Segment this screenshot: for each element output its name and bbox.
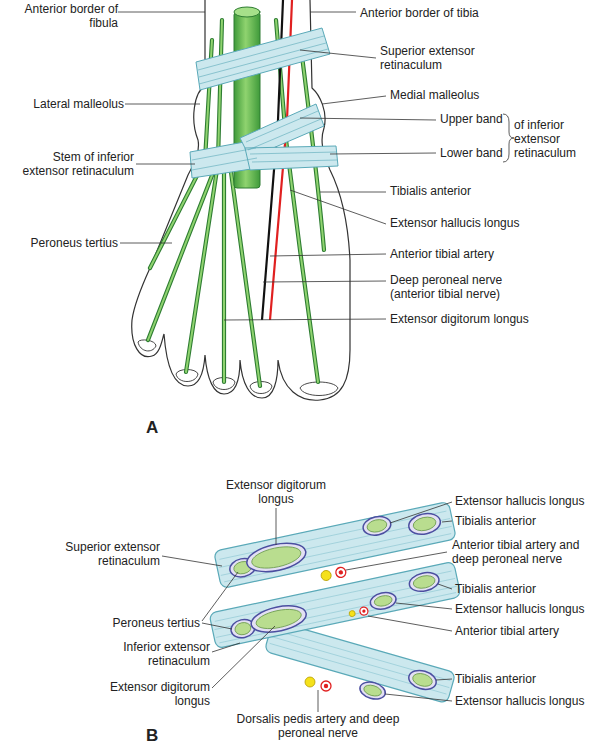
anatomy-label: Peroneus tertius (16, 236, 118, 250)
anatomy-label: Tibialis anterior (455, 514, 591, 528)
foot-outline (132, 0, 350, 400)
anatomy-label: Anterior border of fibula (8, 2, 118, 30)
inferior-retinaculum-lower-band (260, 620, 456, 719)
anatomy-label: Extensor hallucis longus (390, 216, 570, 230)
anatomy-label: Extensor digitorum longus (216, 478, 336, 506)
anatomy-label: Extensor digitorum longus (78, 680, 210, 708)
panel-letter: A (146, 418, 176, 437)
anatomy-label: Superior extensor retinaculum (40, 540, 160, 568)
retinacula (190, 28, 338, 178)
anatomy-label: Anterior border of tibia (360, 6, 560, 20)
anatomy-label: Stem of inferior extensor retinaculum (8, 150, 134, 178)
anatomy-label: Inferior extensor retinaculum (78, 640, 210, 668)
anatomy-label: Superior extensor retinaculum (380, 44, 510, 72)
anatomy-label: Tibialis anterior (455, 672, 591, 686)
anatomy-label: Medial malleolus (390, 88, 540, 102)
anatomy-label: Anterior tibial artery (390, 247, 570, 261)
anatomy-label: Deep peroneal nerve (anterior tibial ner… (390, 273, 540, 301)
anatomy-label: Upper band (440, 112, 506, 126)
anatomy-label: Lower band (440, 146, 506, 160)
anatomy-label: Lateral malleolus (22, 97, 124, 111)
anatomy-label: Peroneus tertius (60, 616, 200, 630)
anatomy-label: of inferior extensor retinaculum (514, 118, 591, 160)
anatomy-label: Extensor digitorum longus (390, 312, 580, 326)
panel-letter: B (146, 726, 176, 745)
anatomy-label: Anterior tibial artery (455, 624, 591, 638)
anatomy-label: Tibialis anterior (390, 184, 540, 198)
anatomy-label: Tibialis anterior (455, 582, 591, 596)
anatomy-label: Dorsalis pedis artery and deep peroneal … (233, 712, 403, 740)
dorsalis-pedis-bundle (305, 677, 331, 691)
anatomy-label: Extensor hallucis longus (455, 602, 591, 616)
inferior-retinaculum-upper-band (209, 561, 461, 648)
anatomy-label: Extensor hallucis longus (455, 694, 591, 708)
anatomy-label: Extensor hallucis longus (455, 494, 591, 508)
anatomy-label: Anterior tibial artery and deep peroneal… (452, 538, 591, 566)
